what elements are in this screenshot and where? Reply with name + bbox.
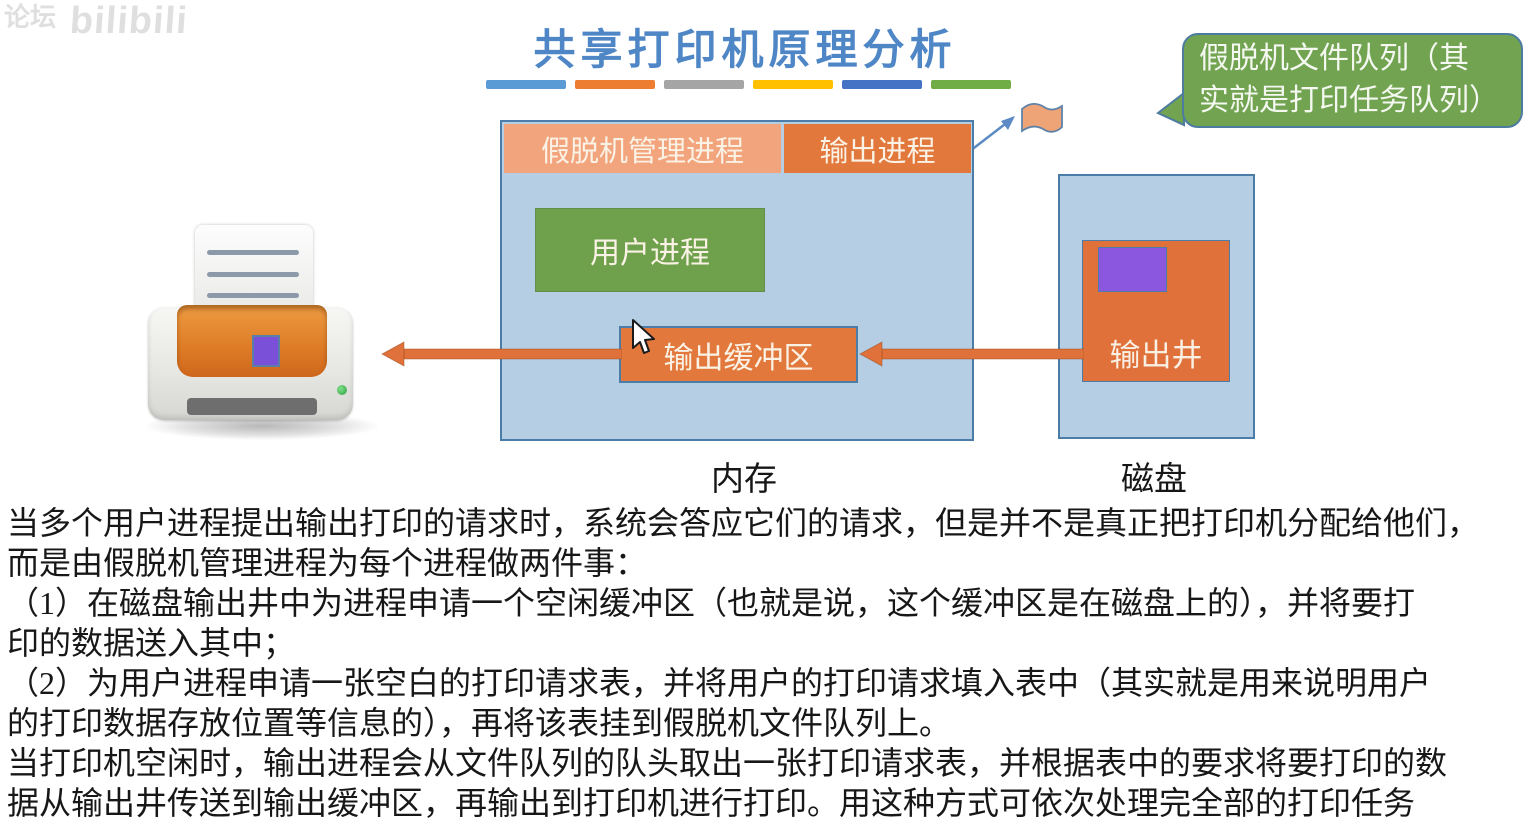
disk-label: 磁盘 (1121, 462, 1187, 498)
printer-output-slot (187, 398, 317, 415)
text-line: （1）在磁盘输出井中为进程申请一个空闲缓冲区（也就是说，这个缓冲区是在磁盘上的）… (7, 585, 1416, 621)
callout-line-2: 实就是打印任务队列） (1199, 84, 1499, 117)
text-line: 据从输出井传送到输出缓冲区，再输出到打印机进行打印。用这种方式可依次处理完全部的… (7, 785, 1416, 821)
output-well-label: 输出井 (1109, 338, 1203, 373)
watermark-forum-text: 论坛 (4, 2, 57, 32)
accent-bar-orange (575, 80, 655, 89)
printer-job-purple (252, 335, 280, 367)
text-line: 印的数据送入其中； (7, 625, 296, 661)
accent-bar-blue (486, 80, 566, 89)
accent-bar-gray (664, 80, 744, 89)
output-buffer-label: 输出缓冲区 (663, 341, 814, 375)
accent-bars (486, 80, 1011, 89)
printer-icon (138, 216, 398, 456)
user-process-box: 用户进程 (535, 208, 765, 292)
user-process-label: 用户进程 (590, 237, 710, 270)
bilibili-logo-icon: bilibili (68, 0, 190, 42)
arrow-well-to-buffer (858, 341, 1084, 367)
text-line: 当多个用户进程提出输出打印的请求时，系统会答应它们的请求，但是并不是真正把打印机… (7, 505, 1480, 541)
spool-manager-label: 假脱机管理进程 (540, 135, 744, 168)
arrow-buffer-to-printer (380, 341, 622, 367)
text-line: （2）为用户进程申请一张空白的打印请求表，并将用户的打印请求填入表中（其实就是用… (7, 665, 1432, 701)
bilibili-watermark: 论坛 bilibili (4, 0, 190, 42)
text-line: 当打印机空闲时，输出进程会从文件队列的队头取出一张打印请求表，并根据表中的要求将… (7, 745, 1448, 781)
text-line: 的打印数据存放位置等信息的），再将该表挂到假脱机文件队列上。 (7, 705, 952, 741)
flag-icon (1021, 102, 1063, 133)
cursor-icon (632, 319, 655, 354)
spool-queue-callout: 假脱机文件队列（其 实就是打印任务队列） (1182, 33, 1523, 128)
output-well-box: 输出井 (1082, 240, 1230, 382)
arrow-to-flag (969, 116, 1015, 152)
output-process-box: 输出进程 (784, 124, 971, 173)
spool-manager-process-box: 假脱机管理进程 (504, 124, 781, 173)
accent-bar-darkblue (842, 80, 922, 89)
text-line: 而是由假脱机管理进程为每个进程做两件事： (7, 545, 648, 581)
accent-bar-yellow (753, 80, 833, 89)
page-title: 共享打印机原理分析 (533, 28, 957, 74)
buffer-slot-purple (1098, 247, 1167, 292)
printer-led (337, 385, 347, 395)
output-buffer-box: 输出缓冲区 (619, 326, 858, 383)
output-process-label: 输出进程 (819, 135, 936, 168)
memory-label: 内存 (711, 462, 777, 498)
callout-line-1: 假脱机文件队列（其 (1199, 42, 1469, 75)
accent-bar-green (931, 80, 1011, 89)
explanation-text: 当多个用户进程提出输出打印的请求时，系统会答应它们的请求，但是并不是真正把打印机… (7, 503, 1525, 823)
